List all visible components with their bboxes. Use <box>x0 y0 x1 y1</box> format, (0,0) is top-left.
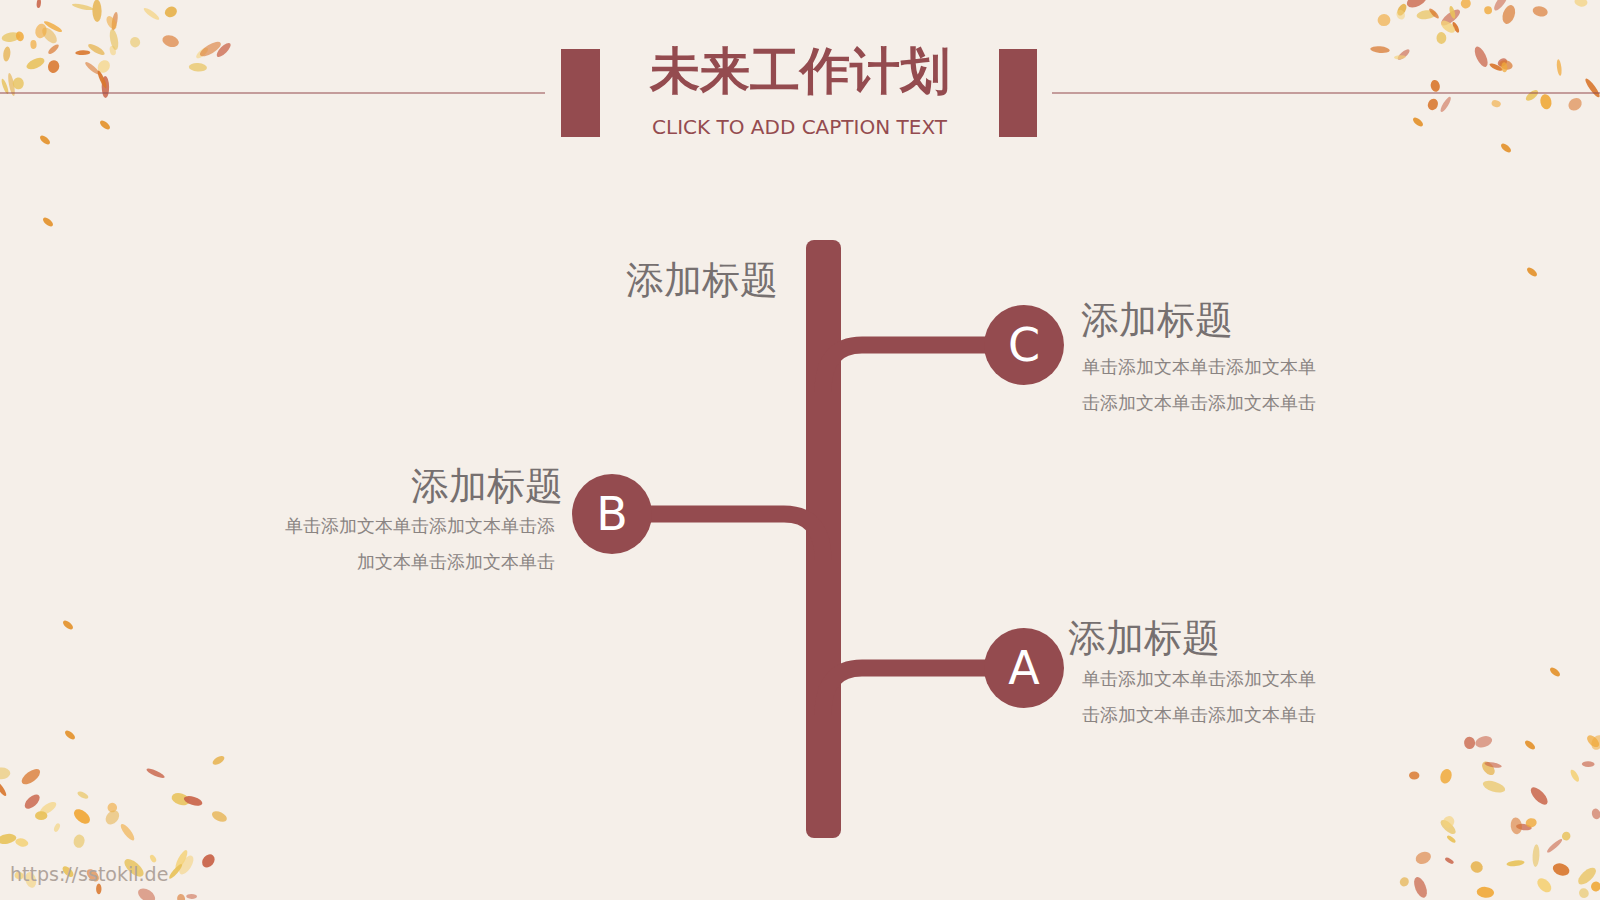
item-heading: 添加标题 <box>1081 300 1233 342</box>
watermark: https://sstokil.de <box>10 864 168 885</box>
circle-letter: B <box>572 474 652 554</box>
item-body: 单击添加文本单击添加文本单击添 加文本单击添加文本单击 <box>278 508 555 580</box>
item-heading: 添加标题 <box>1068 618 1220 660</box>
letter-circle: B添加标题单击添加文本单击添加文本单击添 加文本单击添加文本单击 <box>572 474 652 554</box>
item-body: 单击添加文本单击添加文本单 击添加文本单击添加文本单击 <box>1082 661 1323 733</box>
header-rule <box>0 92 545 93</box>
circle-letter: A <box>984 628 1064 708</box>
circle-letter: C <box>984 305 1064 385</box>
section-heading: 添加标题 <box>626 260 778 302</box>
item-body: 单击添加文本单击添加文本单 击添加文本单击添加文本单击 <box>1082 349 1323 421</box>
letter-circle: A添加标题单击添加文本单击添加文本单 击添加文本单击添加文本单击 <box>984 628 1064 708</box>
header-bar <box>561 49 600 137</box>
slide-caption: CLICK TO ADD CAPTION TEXT <box>600 115 999 139</box>
letter-circle: C添加标题单击添加文本单击添加文本单 击添加文本单击添加文本单击 <box>984 305 1064 385</box>
header-rule <box>1052 92 1600 93</box>
slide-title: 未来工作计划 <box>600 44 999 99</box>
header-bar <box>999 49 1037 137</box>
item-heading: 添加标题 <box>411 466 563 508</box>
